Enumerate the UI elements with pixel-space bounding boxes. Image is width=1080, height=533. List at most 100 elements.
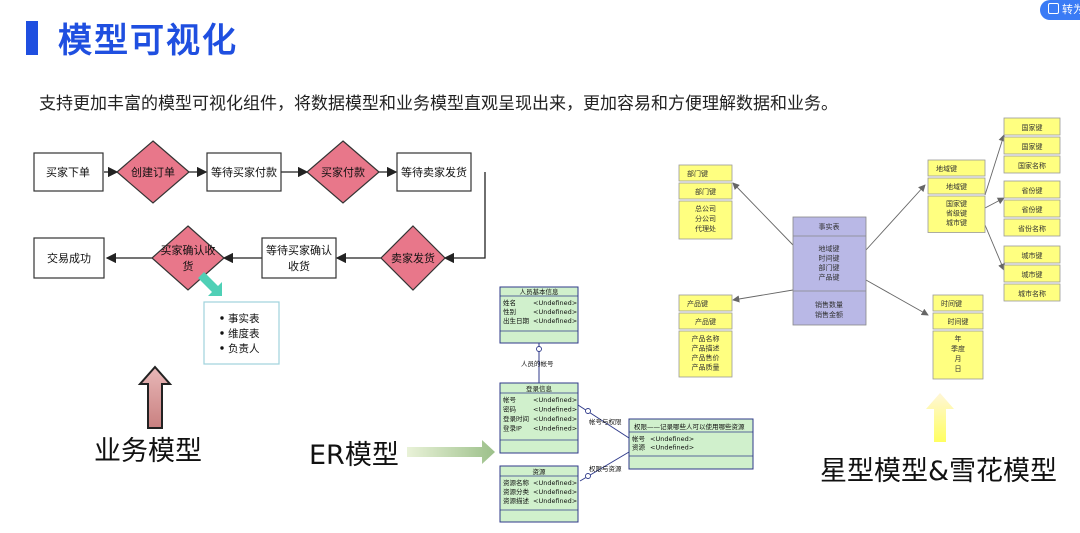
er-account-title: 登录信息 (526, 384, 553, 393)
snow-city-cell: 城市名称 (1018, 289, 1046, 298)
star-fact-measure: 销售数量 (815, 300, 843, 309)
dim-time-cell: 时间键 (948, 317, 969, 326)
er-account-row-value: <Undefined> (533, 415, 577, 423)
popup-item-owner: 负责人 (228, 342, 260, 355)
title-accent-bar (26, 21, 38, 55)
business-up-arrow-icon (137, 365, 173, 429)
star-fact-key: 时间键 (819, 254, 840, 263)
er-person-row-value: <Undefined> (533, 299, 577, 307)
popup-list: 事实表 维度表 负责人 (220, 312, 260, 355)
dim-region-cell: 地域键 (946, 182, 967, 191)
er-resource-row-value: <Undefined> (533, 497, 577, 505)
er-person-row-label: 姓名 (503, 298, 516, 307)
flow-step-trade-success: 交易成功 (47, 251, 91, 265)
flow-step-wait-seller-ship: 等待卖家发货 (401, 165, 467, 179)
popup-item-fact-table: 事实表 (228, 312, 260, 325)
dim-dept-cell: 部门键 (687, 169, 708, 178)
star-fact-key: 产品键 (819, 273, 840, 282)
flow-step-seller-ship: 卖家发货 (391, 251, 435, 265)
er-resource-row-label: 资源描述 (503, 496, 530, 505)
dim-dept-value: 总公司 (695, 204, 716, 213)
teal-pointer-icon (198, 272, 222, 296)
dim-dept-value: 分公司 (695, 214, 716, 223)
dim-region-value: 国家键 (946, 199, 967, 208)
er-resource-row-label: 资源名称 (503, 478, 530, 487)
dim-time-value: 日 (955, 365, 962, 373)
er-resource-title: 资源 (533, 467, 547, 476)
business-model-caption: 业务模型 (94, 436, 202, 467)
er-permission-title: 权限——记录哪些人可以使用哪些资源 (634, 422, 745, 431)
dim-region-value: 城市键 (946, 218, 967, 227)
er-rel-permission-resource: 权限与资源 (589, 464, 622, 473)
convert-badge[interactable]: 转为 (1040, 0, 1080, 20)
er-resource-row-value: <Undefined> (533, 488, 577, 496)
er-permission-row-label: 帐号 (632, 434, 646, 443)
er-permission-row-value: <Undefined> (650, 435, 694, 443)
er-account-row-value: <Undefined> (533, 406, 577, 414)
er-account-row-value: <Undefined> (533, 396, 577, 404)
er-account-row-label: 登录IP (503, 424, 522, 433)
snow-city-cell: 城市键 (1022, 270, 1043, 279)
er-permission-row-value: <Undefined> (650, 444, 694, 452)
er-account-row-value: <Undefined> (533, 425, 577, 433)
dim-region-value: 省级键 (946, 209, 967, 218)
document-icon (1048, 3, 1059, 14)
dim-time-value: 月 (955, 355, 962, 363)
snow-province-cell: 省份键 (1022, 186, 1043, 195)
popup-item-dimension-table: 维度表 (228, 327, 260, 340)
page-subtitle: 支持更加丰富的模型可视化组件，将数据模型和业务模型直观呈现出来，更加容易和方便理… (39, 94, 838, 114)
snow-country-cell: 国家名称 (1018, 161, 1046, 170)
er-model-caption: ER模型 (309, 440, 399, 471)
snow-country-cell: 国家键 (1022, 123, 1043, 132)
flow-step-buyer-order: 买家下单 (46, 165, 90, 179)
star-fact-key: 地域键 (819, 244, 840, 253)
dim-dept-cell: 部门键 (695, 187, 716, 196)
flow-step-buyer-confirm: 买家确认收货 (161, 243, 216, 273)
flow-step-wait-buyer-confirm: 等待买家确认收货 (266, 243, 332, 273)
er-account-row-label: 密码 (503, 405, 517, 414)
dim-product-cell: 产品键 (695, 317, 716, 326)
er-account-row-label: 帐号 (503, 395, 517, 404)
er-diagram: 人员的帐号 帐号与权限 权限与资源 人员基本信息 姓名 <Undefined> 性别… (407, 286, 754, 523)
dim-time-value: 季度 (951, 344, 965, 353)
er-person-row-value: <Undefined> (533, 308, 577, 316)
star-up-arrow-icon (926, 393, 954, 442)
dim-product-value: 产品质量 (692, 363, 720, 372)
er-resource-row-value: <Undefined> (533, 479, 577, 487)
er-person-row-value: <Undefined> (533, 317, 577, 325)
flow-step-buyer-pay: 买家付款 (321, 165, 365, 179)
er-person-row-label: 出生日期 (503, 316, 530, 325)
er-person-title: 人员基本信息 (520, 287, 560, 296)
er-rel-person-account: 人员的帐号 (521, 359, 554, 368)
dim-time-cell: 时间键 (941, 299, 962, 308)
flow-step-create-order: 创建订单 (131, 165, 175, 179)
dim-time-value: 年 (955, 334, 962, 343)
star-fact-measure: 销售金额 (815, 310, 843, 319)
snow-city-cell: 城市键 (1022, 251, 1043, 260)
er-permission-row-label: 资源 (632, 443, 646, 452)
dim-region-cell: 地域键 (936, 164, 957, 173)
dim-product-value: 产品售价 (692, 353, 720, 362)
business-flow: 买家下单 创建订单 等待买家付款 买家付款 等待卖家发货 卖家发货 等待买家确认… (33, 140, 486, 429)
snow-province-cell: 省份名称 (1018, 224, 1046, 233)
snow-country-cell: 国家键 (1022, 142, 1043, 151)
dim-dept-value: 代理处 (695, 224, 716, 233)
dim-product-value: 产品名称 (692, 334, 720, 343)
star-fact-title: 事实表 (819, 222, 840, 231)
er-rel-account-permission: 帐号与权限 (589, 417, 622, 426)
er-resource-row-label: 资源分类 (503, 487, 530, 496)
page-title: 模型可视化 (58, 21, 238, 61)
snow-province-cell: 省份键 (1022, 205, 1043, 214)
dim-product-value: 产品描述 (692, 344, 720, 353)
er-person-row-label: 性别 (503, 307, 516, 316)
star-model-caption: 星型模型&雪花模型 (820, 456, 1058, 487)
er-right-arrow-icon (407, 440, 495, 464)
